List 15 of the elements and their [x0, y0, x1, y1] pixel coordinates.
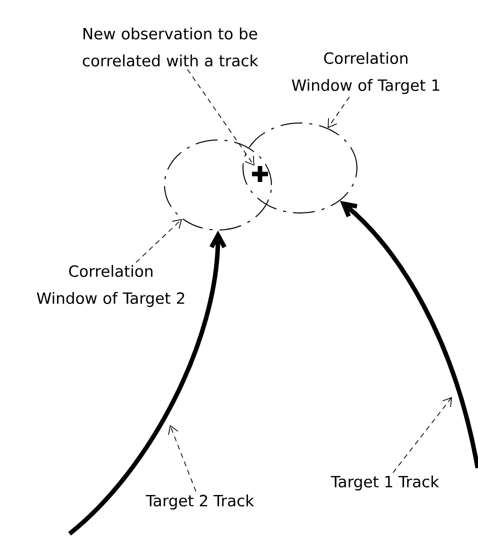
- track-arrow: [68, 230, 226, 536]
- observation-plus-mark: [250, 164, 270, 184]
- track-arrow: [340, 200, 478, 468]
- label-text: Target 1 Track: [330, 476, 440, 490]
- leader-line: [392, 397, 452, 474]
- correlation-window-ellipse: [164, 140, 272, 230]
- leader-line: [187, 68, 254, 166]
- label-text: New observation to be correlated with a track: [82, 28, 258, 66]
- leader-line: [168, 425, 196, 492]
- leader-line: [136, 218, 182, 263]
- label-text: Correlation Window of Target 1: [292, 52, 440, 94]
- correlation-window-ellipse: [242, 122, 358, 214]
- label-text: Correlation Window of Target 2: [36, 265, 184, 307]
- leader-line: [328, 96, 350, 128]
- label-text: Target 2 Track: [146, 494, 254, 510]
